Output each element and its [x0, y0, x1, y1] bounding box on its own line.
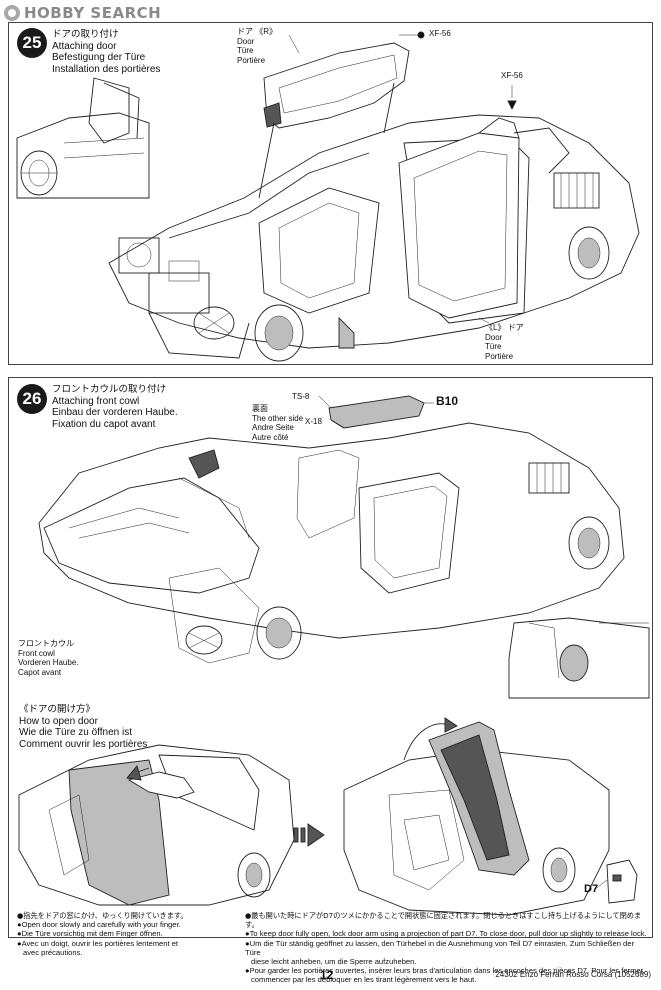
- door-l-de: Türe: [485, 342, 502, 351]
- door-l-label: 《L》 ドア Door Türe Portière: [485, 323, 524, 361]
- rear-detail-inset: [508, 617, 650, 699]
- other-side-de: Andre Seite: [252, 423, 294, 432]
- xf56-top-label: XF-56: [429, 29, 451, 38]
- door-l-code: 《L》: [485, 323, 506, 332]
- notes-left: ●指先をドアの窓にかけ、ゆっくり開けていきます。 ●Open door slow…: [17, 911, 237, 957]
- note-left-fr: ●Avec un doigt, ouvrir les portières len…: [17, 938, 179, 948]
- note-right-de-2: diese leicht anheben, um die Sperre aufz…: [251, 957, 417, 967]
- door-open-panel: 《ドアの開け方》 How to open door Wie die Türe z…: [8, 700, 653, 984]
- step-26-title-fr: Fixation du capot avant: [52, 418, 156, 430]
- door-r-label: ドア 《R》 Door Türe Portière: [237, 27, 277, 65]
- door-l-jp: ドア: [507, 323, 524, 332]
- notes-right: ●最も開いた時にドアがD7のツメにかかることで開状態に固定されます。閉じるときは…: [245, 911, 649, 985]
- car-body-25: [108, 114, 640, 362]
- step-25-title-de: Befestigung der Türe: [52, 52, 146, 63]
- door-r-en: Door: [237, 36, 255, 46]
- step-26-titles: フロントカウルの取り付け Attaching front cowl Einbau…: [52, 384, 178, 430]
- note-right-de: ●Um die Tür ständig geöffnet zu lassen, …: [245, 938, 635, 957]
- door-open-title-fr: Comment ouvrir les portières: [19, 738, 148, 750]
- step-25-titles: ドアの取り付け Attaching door Befestigung der T…: [52, 29, 160, 75]
- step-25-title-fr: Installation des portières: [52, 63, 161, 75]
- ts8-label: TS-8: [292, 392, 310, 401]
- door-r-fr: Portière: [237, 55, 266, 65]
- d7-label: D7: [584, 883, 599, 895]
- step-25-panel: 25 ドアの取り付け Attaching door Befestigung de…: [8, 22, 653, 365]
- other-side-jp: 裏面: [252, 404, 268, 413]
- door-l-en: Door: [485, 332, 503, 342]
- front-cowl-jp: フロントカウル: [18, 639, 74, 648]
- other-side-label: 裏面 The other side Andre Seite Autre côté: [252, 404, 303, 442]
- note-left-jp: ●指先をドアの窓にかけ、ゆっくり開けていきます。: [17, 911, 188, 920]
- next-step-arrow-icon: [293, 823, 325, 847]
- door-r-de: Türe: [237, 46, 254, 55]
- step-26-title-de: Einbau der vorderen Haube.: [52, 407, 178, 418]
- step-25-illustration: [16, 31, 640, 362]
- x18-label: X-18: [305, 417, 322, 426]
- step-26-title-en: Attaching front cowl: [52, 395, 140, 407]
- note-left-fr-2: avec précautions.: [23, 947, 83, 957]
- door-closed-with-finger: [18, 744, 295, 906]
- step-25-number: 25: [17, 28, 47, 58]
- page-number: 12: [320, 968, 334, 982]
- door-l-fr: Portière: [485, 351, 514, 361]
- watermark: HOBBY SEARCH: [4, 4, 161, 22]
- watermark-text: HOBBY SEARCH: [24, 4, 162, 22]
- step-25-title-jp: ドアの取り付け: [52, 29, 119, 40]
- note-right-fr-2: commencer par les débloquer en les tiran…: [251, 975, 477, 985]
- door-r-part: [258, 42, 410, 199]
- door-r-jp: ドア: [237, 27, 253, 36]
- door-hinge-inset: [16, 77, 150, 199]
- b10-part: [318, 395, 434, 429]
- other-side-en: The other side: [252, 413, 304, 423]
- step-25-title-en: Attaching door: [52, 40, 117, 52]
- note-right-fr: ●Pour garder les portières ouvertes, ins…: [245, 966, 645, 976]
- door-l-part: [398, 117, 520, 319]
- front-cowl-fr: Capot avant: [18, 667, 62, 677]
- front-cowl-de: Vorderen Haube.: [18, 658, 79, 667]
- note-right-jp: ●最も開いた時にドアがD7のツメにかかることで開状態に固定されます。閉じるときは…: [245, 911, 642, 930]
- step-26-panel: 26 フロントカウルの取り付け Attaching front cowl Ein…: [8, 377, 653, 702]
- step-26-number: 26: [17, 384, 47, 414]
- note-left-en: ●Open door slowly and carefully with you…: [17, 920, 181, 930]
- car-body-26: [38, 422, 625, 664]
- front-cowl-label: フロントカウル Front cowl Vorderen Haube. Capot…: [18, 639, 79, 677]
- b10-label: B10: [436, 394, 459, 408]
- door-open-title-jp: 《ドアの開け方》: [19, 704, 96, 715]
- product-code: 24302 Enzo Ferrari Rosso Corsa (1052689): [495, 970, 651, 979]
- xf56-right-label: XF-56: [501, 71, 523, 80]
- door-open-title-de: Wie die Türe zu öffnen ist: [19, 727, 133, 738]
- door-opened: [343, 717, 610, 916]
- step-26-title-jp: フロントカウルの取り付け: [52, 384, 167, 395]
- note-right-en: ●To keep door fully open, lock door arm …: [245, 929, 647, 939]
- watermark-logo-icon: [4, 5, 20, 21]
- door-r-code: 《R》: [255, 27, 278, 36]
- note-left-de: ●Die Türe vorsichtig mit dem Finger öffn…: [17, 929, 163, 939]
- d7-part: [593, 859, 638, 904]
- door-open-titles: 《ドアの開け方》 How to open door Wie die Türe z…: [19, 704, 147, 750]
- door-open-title-en: How to open door: [19, 715, 98, 727]
- front-cowl-en: Front cowl: [18, 648, 55, 658]
- step-26-illustration: [38, 395, 650, 699]
- other-side-fr: Autre côté: [252, 432, 289, 442]
- door-open-illustration: [18, 717, 638, 916]
